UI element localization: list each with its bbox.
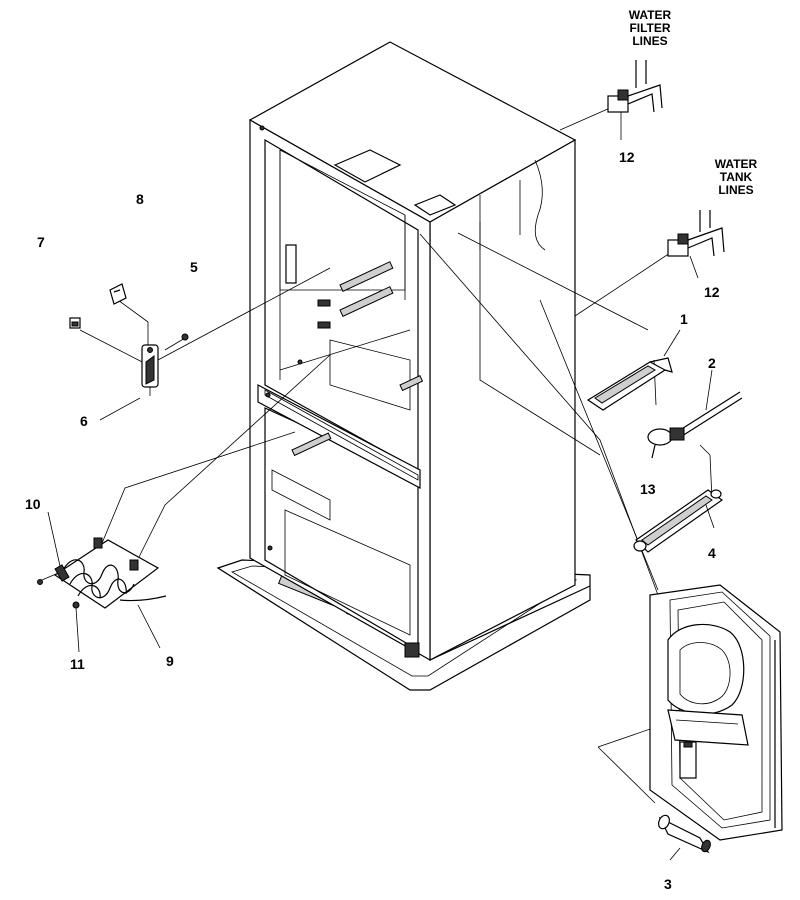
callout-13: 13 xyxy=(640,481,656,497)
callout-7: 7 xyxy=(37,234,45,250)
part-6-damper xyxy=(99,344,159,421)
callout-11: 11 xyxy=(70,656,85,672)
callout-12-top: 12 xyxy=(619,149,635,165)
part-7-cap xyxy=(69,317,81,329)
callout-8: 8 xyxy=(136,191,144,207)
part-8-clip xyxy=(109,283,127,305)
callout-6: 6 xyxy=(80,413,88,429)
callout-9: 9 xyxy=(166,653,174,669)
callout-2: 2 xyxy=(708,355,716,371)
callout-5: 5 xyxy=(190,259,198,275)
cabinet xyxy=(248,41,577,662)
callout-4: 4 xyxy=(708,545,716,561)
caption-line: WATER xyxy=(628,8,672,22)
part-12-filter-valve xyxy=(607,60,663,140)
door-assembly xyxy=(649,584,783,841)
part-12-tank-valve xyxy=(667,210,725,279)
part-4-cover xyxy=(633,489,724,553)
callout-10: 10 xyxy=(25,496,41,512)
caption-water-tank-lines: WATER TANK LINES xyxy=(706,158,766,197)
part-1-bracket xyxy=(586,329,681,411)
callout-1: 1 xyxy=(680,311,688,327)
part-2-wire xyxy=(679,369,743,437)
caption-water-filter-lines: WATER FILTER LINES xyxy=(620,9,680,48)
caption-line: LINES xyxy=(718,183,754,197)
caption-line: TANK xyxy=(719,170,753,184)
part-11-screw xyxy=(72,601,80,653)
part-9-heater xyxy=(53,537,167,649)
part-10-plug xyxy=(37,511,70,585)
callout-3: 3 xyxy=(664,876,672,892)
part-5-screw xyxy=(181,333,189,341)
part-13-thermistor xyxy=(647,427,685,459)
part-3-filter xyxy=(657,814,711,861)
caption-line: WATER xyxy=(714,157,758,171)
callout-12-lower: 12 xyxy=(704,284,720,300)
caption-line: FILTER xyxy=(629,21,671,35)
caption-line: LINES xyxy=(632,34,668,48)
